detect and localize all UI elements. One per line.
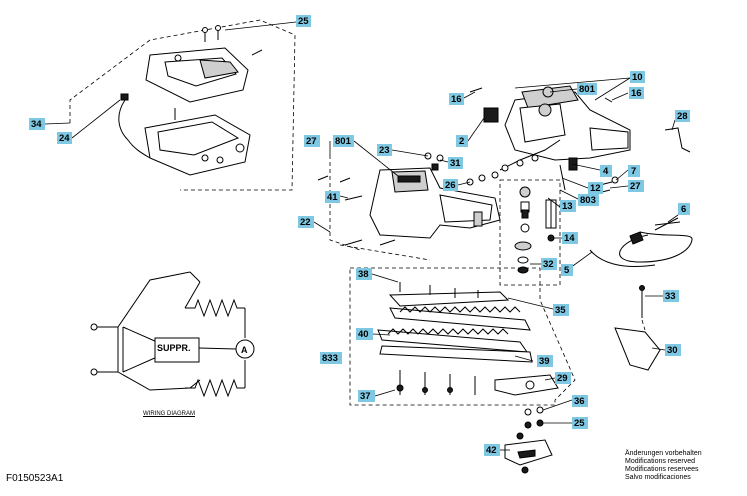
callout-5: 5 bbox=[561, 264, 573, 276]
callout-42: 42 bbox=[484, 444, 500, 456]
callout-801-a: 801 bbox=[577, 83, 597, 95]
svg-text:35: 35 bbox=[555, 305, 566, 316]
svg-text:25: 25 bbox=[298, 16, 309, 27]
motor-label: A bbox=[241, 345, 248, 355]
callouts: 25 10 801 16 16 34 24 28 2 27 801 23 31 … bbox=[29, 15, 690, 456]
blade-guard-42 bbox=[504, 439, 553, 474]
callout-33: 33 bbox=[663, 290, 679, 302]
callout-34: 34 bbox=[29, 118, 45, 130]
callout-14: 14 bbox=[562, 232, 578, 244]
svg-text:2: 2 bbox=[459, 136, 464, 147]
svg-text:31: 31 bbox=[450, 158, 461, 169]
blade-sheath-30 bbox=[614, 285, 661, 371]
callout-32: 32 bbox=[541, 258, 557, 270]
svg-text:26: 26 bbox=[445, 180, 456, 191]
svg-text:28: 28 bbox=[677, 111, 688, 122]
svg-text:29: 29 bbox=[557, 373, 568, 384]
svg-text:10: 10 bbox=[632, 72, 643, 83]
callout-37: 37 bbox=[358, 390, 375, 402]
svg-text:38: 38 bbox=[358, 269, 369, 280]
wiring-diagram-title: WIRING DIAGRAM bbox=[143, 411, 195, 417]
svg-text:12: 12 bbox=[590, 183, 601, 194]
svg-text:6: 6 bbox=[681, 204, 686, 215]
callout-801-b: 801 bbox=[333, 135, 354, 147]
callout-39: 39 bbox=[537, 355, 553, 367]
callout-22: 22 bbox=[298, 216, 314, 228]
motor-housing bbox=[469, 85, 631, 194]
svg-text:24: 24 bbox=[59, 133, 70, 144]
callout-13: 13 bbox=[560, 200, 576, 212]
callout-35: 35 bbox=[553, 304, 569, 316]
document-code: F0150523A1 bbox=[6, 473, 64, 484]
leader-lines bbox=[44, 21, 679, 451]
svg-text:801: 801 bbox=[579, 84, 596, 95]
callout-6: 6 bbox=[678, 203, 690, 215]
handle-assembly bbox=[317, 152, 501, 261]
hook-part bbox=[664, 127, 691, 153]
svg-text:40: 40 bbox=[358, 329, 369, 340]
svg-text:801: 801 bbox=[335, 136, 352, 147]
svg-text:41: 41 bbox=[327, 192, 338, 203]
notice-line: Änderungen vorbehalten bbox=[625, 450, 702, 457]
svg-text:16: 16 bbox=[631, 88, 642, 99]
callout-16-left: 16 bbox=[449, 93, 464, 105]
svg-text:803: 803 bbox=[580, 195, 596, 206]
svg-text:4: 4 bbox=[603, 166, 609, 177]
callout-7: 7 bbox=[628, 165, 640, 177]
callout-23: 23 bbox=[377, 144, 392, 156]
svg-text:37: 37 bbox=[360, 391, 371, 402]
svg-text:33: 33 bbox=[665, 291, 676, 302]
callout-36: 36 bbox=[572, 395, 588, 407]
callout-29: 29 bbox=[555, 372, 571, 384]
callout-40: 40 bbox=[356, 328, 373, 340]
svg-text:5: 5 bbox=[564, 265, 570, 276]
svg-text:39: 39 bbox=[539, 356, 550, 367]
notice-line: Modifications reservees bbox=[625, 466, 699, 473]
svg-text:36: 36 bbox=[574, 396, 585, 407]
svg-text:23: 23 bbox=[379, 145, 390, 156]
callout-10: 10 bbox=[630, 71, 645, 83]
notice-line: Modifications reserved bbox=[625, 458, 696, 465]
callout-38: 38 bbox=[356, 268, 372, 280]
notice-line: Salvo modificaciones bbox=[625, 474, 691, 481]
callout-25-top: 25 bbox=[296, 15, 311, 27]
callout-25-bottom: 25 bbox=[572, 417, 588, 429]
callout-16-right: 16 bbox=[629, 87, 644, 99]
callout-803: 803 bbox=[578, 194, 599, 206]
blade-assembly bbox=[349, 267, 576, 406]
svg-text:30: 30 bbox=[667, 345, 678, 356]
svg-text:32: 32 bbox=[543, 259, 554, 270]
callout-26: 26 bbox=[443, 179, 458, 191]
callout-4: 4 bbox=[600, 165, 612, 177]
callout-27-left: 27 bbox=[304, 135, 320, 147]
callout-41: 41 bbox=[325, 191, 340, 203]
svg-text:833: 833 bbox=[322, 353, 338, 364]
callout-30: 30 bbox=[665, 344, 681, 356]
callout-28: 28 bbox=[675, 110, 690, 122]
bottom-fasteners bbox=[516, 406, 544, 440]
svg-text:7: 7 bbox=[631, 166, 636, 177]
drive-stack bbox=[499, 179, 561, 286]
handle-cover-group bbox=[69, 19, 296, 191]
svg-text:25: 25 bbox=[574, 418, 585, 429]
wiring-diagram: A bbox=[90, 271, 255, 398]
svg-text:14: 14 bbox=[564, 233, 575, 244]
svg-text:27: 27 bbox=[630, 181, 641, 192]
callout-2: 2 bbox=[456, 135, 468, 147]
callout-31: 31 bbox=[448, 157, 463, 169]
callout-833: 833 bbox=[320, 352, 342, 364]
modification-notice: Änderungen vorbehalten Modifications res… bbox=[625, 450, 702, 482]
suppressor-label: SUPPR. bbox=[157, 343, 191, 353]
svg-text:16: 16 bbox=[451, 94, 462, 105]
svg-text:34: 34 bbox=[31, 119, 42, 130]
callout-24: 24 bbox=[57, 132, 72, 144]
svg-text:22: 22 bbox=[300, 217, 311, 228]
svg-text:27: 27 bbox=[306, 136, 317, 147]
svg-text:42: 42 bbox=[486, 445, 497, 456]
power-cord bbox=[589, 217, 693, 268]
callout-12: 12 bbox=[588, 182, 603, 194]
svg-text:13: 13 bbox=[562, 201, 573, 212]
callout-27-right: 27 bbox=[628, 180, 644, 192]
